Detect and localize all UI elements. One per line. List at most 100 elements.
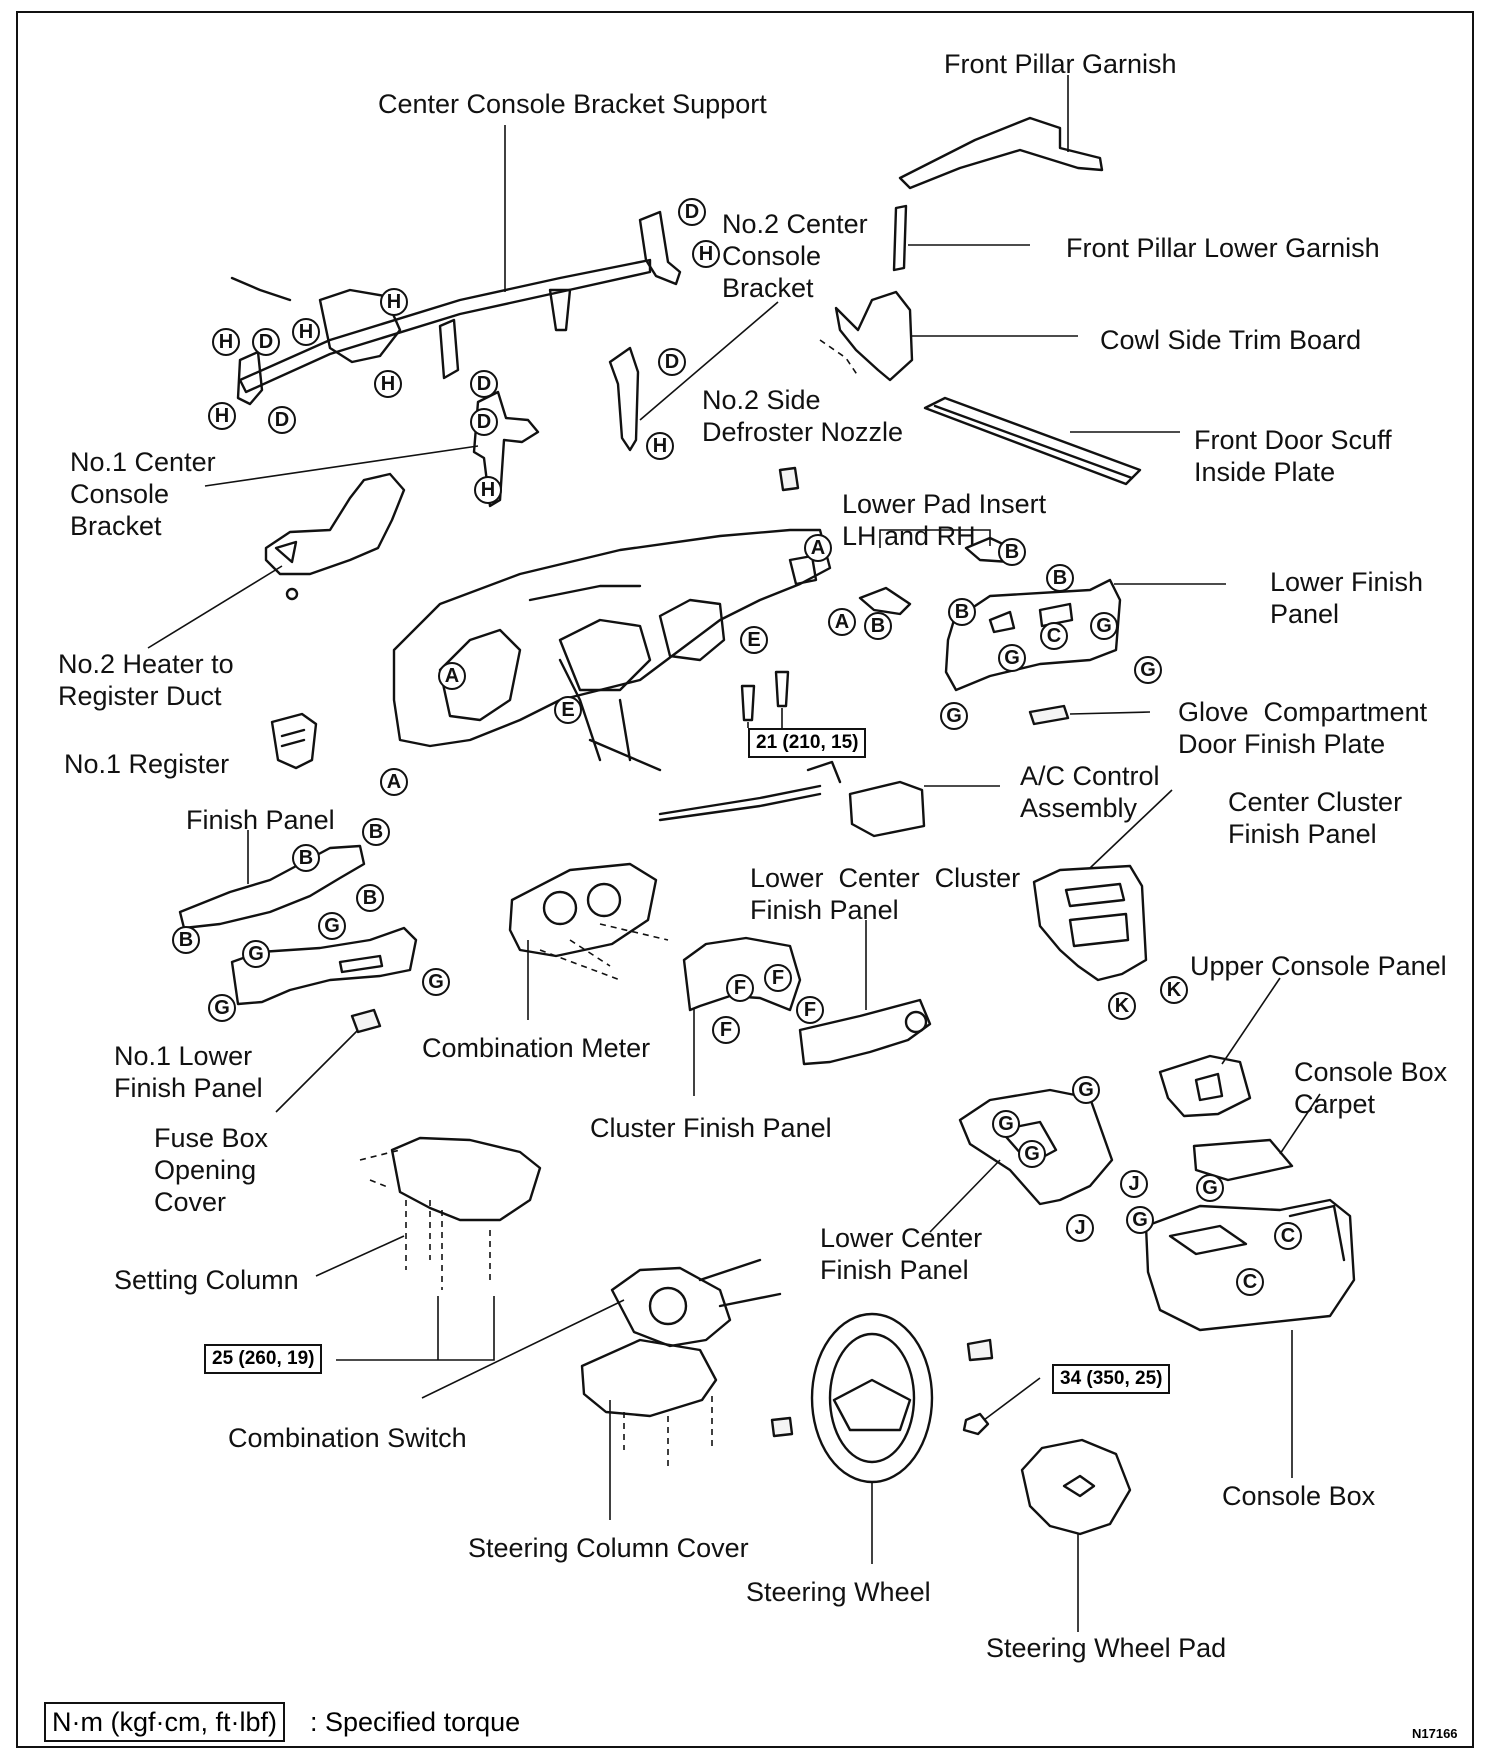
svg-text:H: H: [699, 243, 713, 265]
marker-F: F: [796, 996, 824, 1024]
svg-text:G: G: [1132, 1209, 1148, 1231]
marker-G: G: [1090, 612, 1118, 640]
marker-B: B: [998, 538, 1026, 566]
steering-column-cover-part: [580, 1338, 718, 1520]
svg-text:A: A: [445, 665, 459, 687]
svg-text:F: F: [772, 967, 784, 989]
label-lower-center-finish-panel: Lower Center Finish Panel: [820, 1223, 983, 1285]
label-no2-center-console-bracket: No.2 Center Console Bracket: [722, 209, 868, 303]
svg-text:D: D: [665, 351, 679, 373]
label-front-pillar-lower-garnish: Front Pillar Lower Garnish: [1066, 233, 1380, 263]
marker-F: F: [712, 1016, 740, 1044]
label-finish-panel: Finish Panel: [186, 805, 335, 835]
svg-text:B: B: [955, 601, 969, 623]
svg-text:K: K: [1167, 979, 1182, 1001]
cluster-finish-panel-part: [682, 936, 802, 1096]
no1-register-part: [270, 712, 318, 770]
svg-text:G: G: [324, 915, 340, 937]
svg-text:G: G: [214, 997, 230, 1019]
marker-J: J: [1066, 1214, 1094, 1242]
svg-text:B: B: [871, 615, 885, 637]
legend-torque-unit: N·m (kgf·cm, ft·lbf): [44, 1702, 285, 1742]
marker-G: G: [940, 702, 968, 730]
svg-text:G: G: [248, 943, 264, 965]
marker-G: G: [318, 912, 346, 940]
figure-id: N17166: [1412, 1726, 1458, 1741]
reference-markers: D H H H D H H H D D D H D H A A A A E E …: [172, 198, 1302, 1296]
svg-text:H: H: [653, 435, 667, 457]
label-no2-side-defroster-nozzle: No.2 Side Defroster Nozzle: [702, 385, 904, 447]
label-center-cluster-finish-panel: Center Cluster Finish Panel: [1228, 787, 1403, 849]
front-pillar-garnish-part: [898, 75, 1104, 190]
marker-H: H: [692, 240, 720, 268]
dash-bolts-part: [740, 670, 790, 728]
marker-B: B: [356, 884, 384, 912]
label-fuse-box-opening-cover: Fuse Box Opening Cover: [154, 1123, 269, 1217]
finish-panel-part: [178, 830, 366, 930]
center-console-bracket-support-part: [230, 125, 682, 406]
marker-H: H: [292, 318, 320, 346]
torque-spec-column-nuts: 25 (260, 19): [204, 1344, 323, 1374]
svg-text:A: A: [387, 771, 401, 793]
marker-G: G: [992, 1110, 1020, 1138]
label-console-box: Console Box: [1222, 1481, 1376, 1511]
combination-switch-part: [421, 1258, 782, 1399]
marker-G: G: [1196, 1174, 1224, 1202]
marker-G: G: [242, 940, 270, 968]
marker-B: B: [292, 844, 320, 872]
svg-text:B: B: [369, 821, 383, 843]
svg-text:F: F: [734, 977, 746, 999]
marker-A: A: [438, 662, 466, 690]
marker-H: H: [212, 328, 240, 356]
svg-text:B: B: [299, 847, 313, 869]
label-steering-column-cover: Steering Column Cover: [468, 1533, 749, 1563]
svg-text:D: D: [477, 411, 491, 433]
marker-C: C: [1274, 1222, 1302, 1250]
legend-description: : Specified torque: [310, 1707, 521, 1737]
marker-A: A: [380, 768, 408, 796]
steering-wheel-pad-part: [1020, 1438, 1132, 1632]
marker-F: F: [726, 974, 754, 1002]
combination-meter-part: [508, 862, 669, 1020]
label-lower-finish-panel: Lower Finish Panel: [1270, 567, 1424, 629]
marker-G: G: [208, 994, 236, 1022]
marker-B: B: [864, 612, 892, 640]
svg-text:G: G: [1096, 615, 1112, 637]
svg-text:G: G: [1140, 659, 1156, 681]
marker-K: K: [1160, 976, 1188, 1004]
label-cowl-side-trim-board: Cowl Side Trim Board: [1100, 325, 1362, 355]
diagram-frame: [16, 11, 1474, 1748]
svg-text:B: B: [363, 887, 377, 909]
marker-F: F: [764, 964, 792, 992]
fuse-box-cover-part: [275, 1008, 382, 1113]
svg-text:H: H: [299, 321, 313, 343]
no2-side-defroster-nozzle-part: [778, 466, 800, 492]
svg-text:A: A: [811, 537, 825, 559]
svg-text:G: G: [1024, 1143, 1040, 1165]
svg-text:C: C: [1281, 1225, 1295, 1247]
setting-column-part: [315, 1136, 542, 1361]
marker-G: G: [1018, 1140, 1046, 1168]
svg-text:G: G: [998, 1113, 1014, 1135]
svg-text:A: A: [835, 611, 849, 633]
svg-text:J: J: [1128, 1173, 1139, 1195]
svg-text:D: D: [685, 201, 699, 223]
svg-text:G: G: [946, 705, 962, 727]
svg-text:H: H: [219, 331, 233, 353]
label-no2-heater-to-register-duct: No.2 Heater to Register Duct: [58, 649, 234, 711]
glove-compartment-finish-plate-part: [1028, 704, 1151, 726]
marker-D: D: [470, 408, 498, 436]
center-cluster-finish-panel-part: [1032, 789, 1173, 982]
label-no1-center-console-bracket: No.1 Center Console Bracket: [70, 447, 216, 541]
svg-text:K: K: [1115, 995, 1130, 1017]
svg-text:G: G: [428, 971, 444, 993]
svg-text:J: J: [1074, 1217, 1085, 1239]
label-center-console-bracket-support: Center Console Bracket Support: [378, 89, 767, 119]
upper-console-panel-part: [1158, 977, 1281, 1118]
marker-C: C: [1236, 1268, 1264, 1296]
marker-B: B: [948, 598, 976, 626]
instrument-panel-part: [392, 528, 832, 772]
marker-K: K: [1108, 992, 1136, 1020]
lower-center-cluster-finish-panel-part: [798, 920, 932, 1066]
